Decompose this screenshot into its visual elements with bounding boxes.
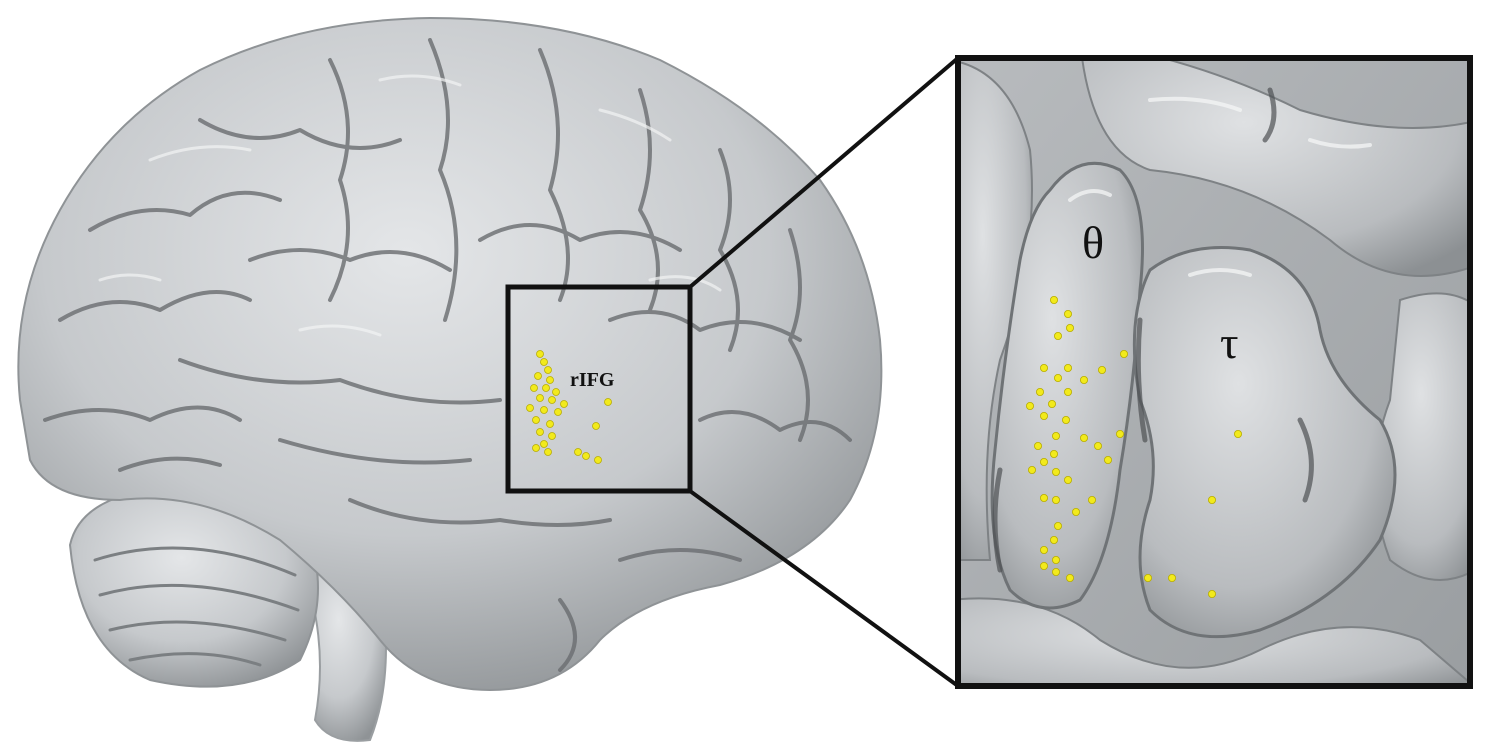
electrode-dot <box>1098 365 1107 374</box>
region-label: rIFG <box>570 369 615 391</box>
brain-lateral-view-icon <box>17 16 883 742</box>
electrode-dot <box>1052 495 1061 504</box>
electrode-dot <box>532 444 540 452</box>
electrode-dot <box>1080 433 1089 442</box>
region-box <box>505 284 693 494</box>
electrode-dot <box>544 366 552 374</box>
electrode-dot <box>582 452 590 460</box>
electrode-dot <box>546 420 554 428</box>
electrode-dot <box>1064 309 1073 318</box>
theta-label: θ <box>1082 217 1104 268</box>
electrode-dot <box>1094 441 1103 450</box>
electrode-dot <box>540 440 548 448</box>
electrode-dot <box>536 428 544 436</box>
electrode-dot <box>1066 574 1075 583</box>
electrode-dot <box>1064 363 1073 372</box>
electrode-dot <box>1208 590 1217 599</box>
zoom-connector-lines <box>688 56 960 688</box>
electrode-dot <box>526 404 534 412</box>
electrode-dot <box>552 388 560 396</box>
electrode-dot <box>1080 375 1089 384</box>
tau-label: τ <box>1220 317 1239 368</box>
electrode-dot <box>542 384 550 392</box>
electrode-dot <box>1116 429 1125 438</box>
electrode-dot <box>594 456 602 464</box>
cortical-sulci <box>43 38 852 672</box>
brain-electrodes <box>526 350 612 464</box>
electrode-dot <box>592 422 600 430</box>
electrode-dot <box>1054 331 1063 340</box>
electrode-dot <box>540 358 548 366</box>
electrode-dot <box>1052 431 1061 440</box>
electrode-dot <box>1064 475 1073 484</box>
electrode-dot <box>530 384 538 392</box>
electrode-dot <box>1208 495 1217 504</box>
electrode-dot <box>574 448 582 456</box>
theta-gyrus <box>990 161 1144 610</box>
electrode-dot <box>1062 415 1071 424</box>
electrode-dot <box>548 396 556 404</box>
electrode-dot <box>554 408 562 416</box>
electrode-dot <box>1040 363 1049 372</box>
electrode-dot <box>1054 522 1063 531</box>
electrode-dot <box>1104 455 1113 464</box>
inset-gyrus-top <box>1081 58 1470 277</box>
electrode-dot <box>1040 493 1049 502</box>
zoom-line-top <box>688 56 960 289</box>
electrode-dot <box>1040 546 1049 555</box>
electrode-dot <box>1054 373 1063 382</box>
electrode-dot <box>536 350 544 358</box>
electrode-dot <box>544 448 552 456</box>
electrode-dot <box>536 394 544 402</box>
electrode-dot <box>546 376 554 384</box>
electrode-dot <box>1234 429 1243 438</box>
electrode-dot <box>1048 399 1057 408</box>
inset-frame <box>955 55 1473 689</box>
inset-sulci <box>992 87 1314 573</box>
electrode-dot <box>1040 411 1049 420</box>
cerebrum-shape <box>17 16 883 692</box>
electrode-dot <box>1028 465 1037 474</box>
electrode-dot <box>1034 441 1043 450</box>
electrode-dot <box>1050 536 1059 545</box>
electrode-dot <box>548 432 556 440</box>
electrode-dot <box>532 416 540 424</box>
inset-highlights <box>1068 96 1372 277</box>
electrode-dot <box>1168 574 1177 583</box>
electrode-dot <box>1072 507 1081 516</box>
electrode-dot <box>1064 387 1073 396</box>
electrode-dot <box>1040 457 1049 466</box>
electrode-dot <box>1052 568 1061 577</box>
electrode-dot <box>1040 562 1049 571</box>
tau-gyrus <box>1132 246 1397 639</box>
electrode-dot <box>1052 467 1061 476</box>
electrode-dot <box>1066 323 1075 332</box>
electrode-dot <box>604 398 612 406</box>
electrode-dot <box>540 406 548 414</box>
electrode-dot <box>534 372 542 380</box>
electrode-dot <box>1052 556 1061 565</box>
electrode-dot <box>1120 349 1129 358</box>
electrode-dot <box>1050 295 1059 304</box>
electrode-dot <box>1088 495 1097 504</box>
gyral-highlights <box>98 74 722 337</box>
electrode-dot <box>1026 401 1035 410</box>
electrode-dot <box>560 400 568 408</box>
inset-electrodes <box>1026 295 1243 599</box>
electrode-dot <box>1050 449 1059 458</box>
electrode-dot <box>1144 574 1153 583</box>
magnified-inset-icon: θ τ <box>955 55 1473 689</box>
zoom-line-bottom <box>688 489 960 688</box>
electrode-dot <box>1036 387 1045 396</box>
cerebellum-folia <box>93 546 300 667</box>
